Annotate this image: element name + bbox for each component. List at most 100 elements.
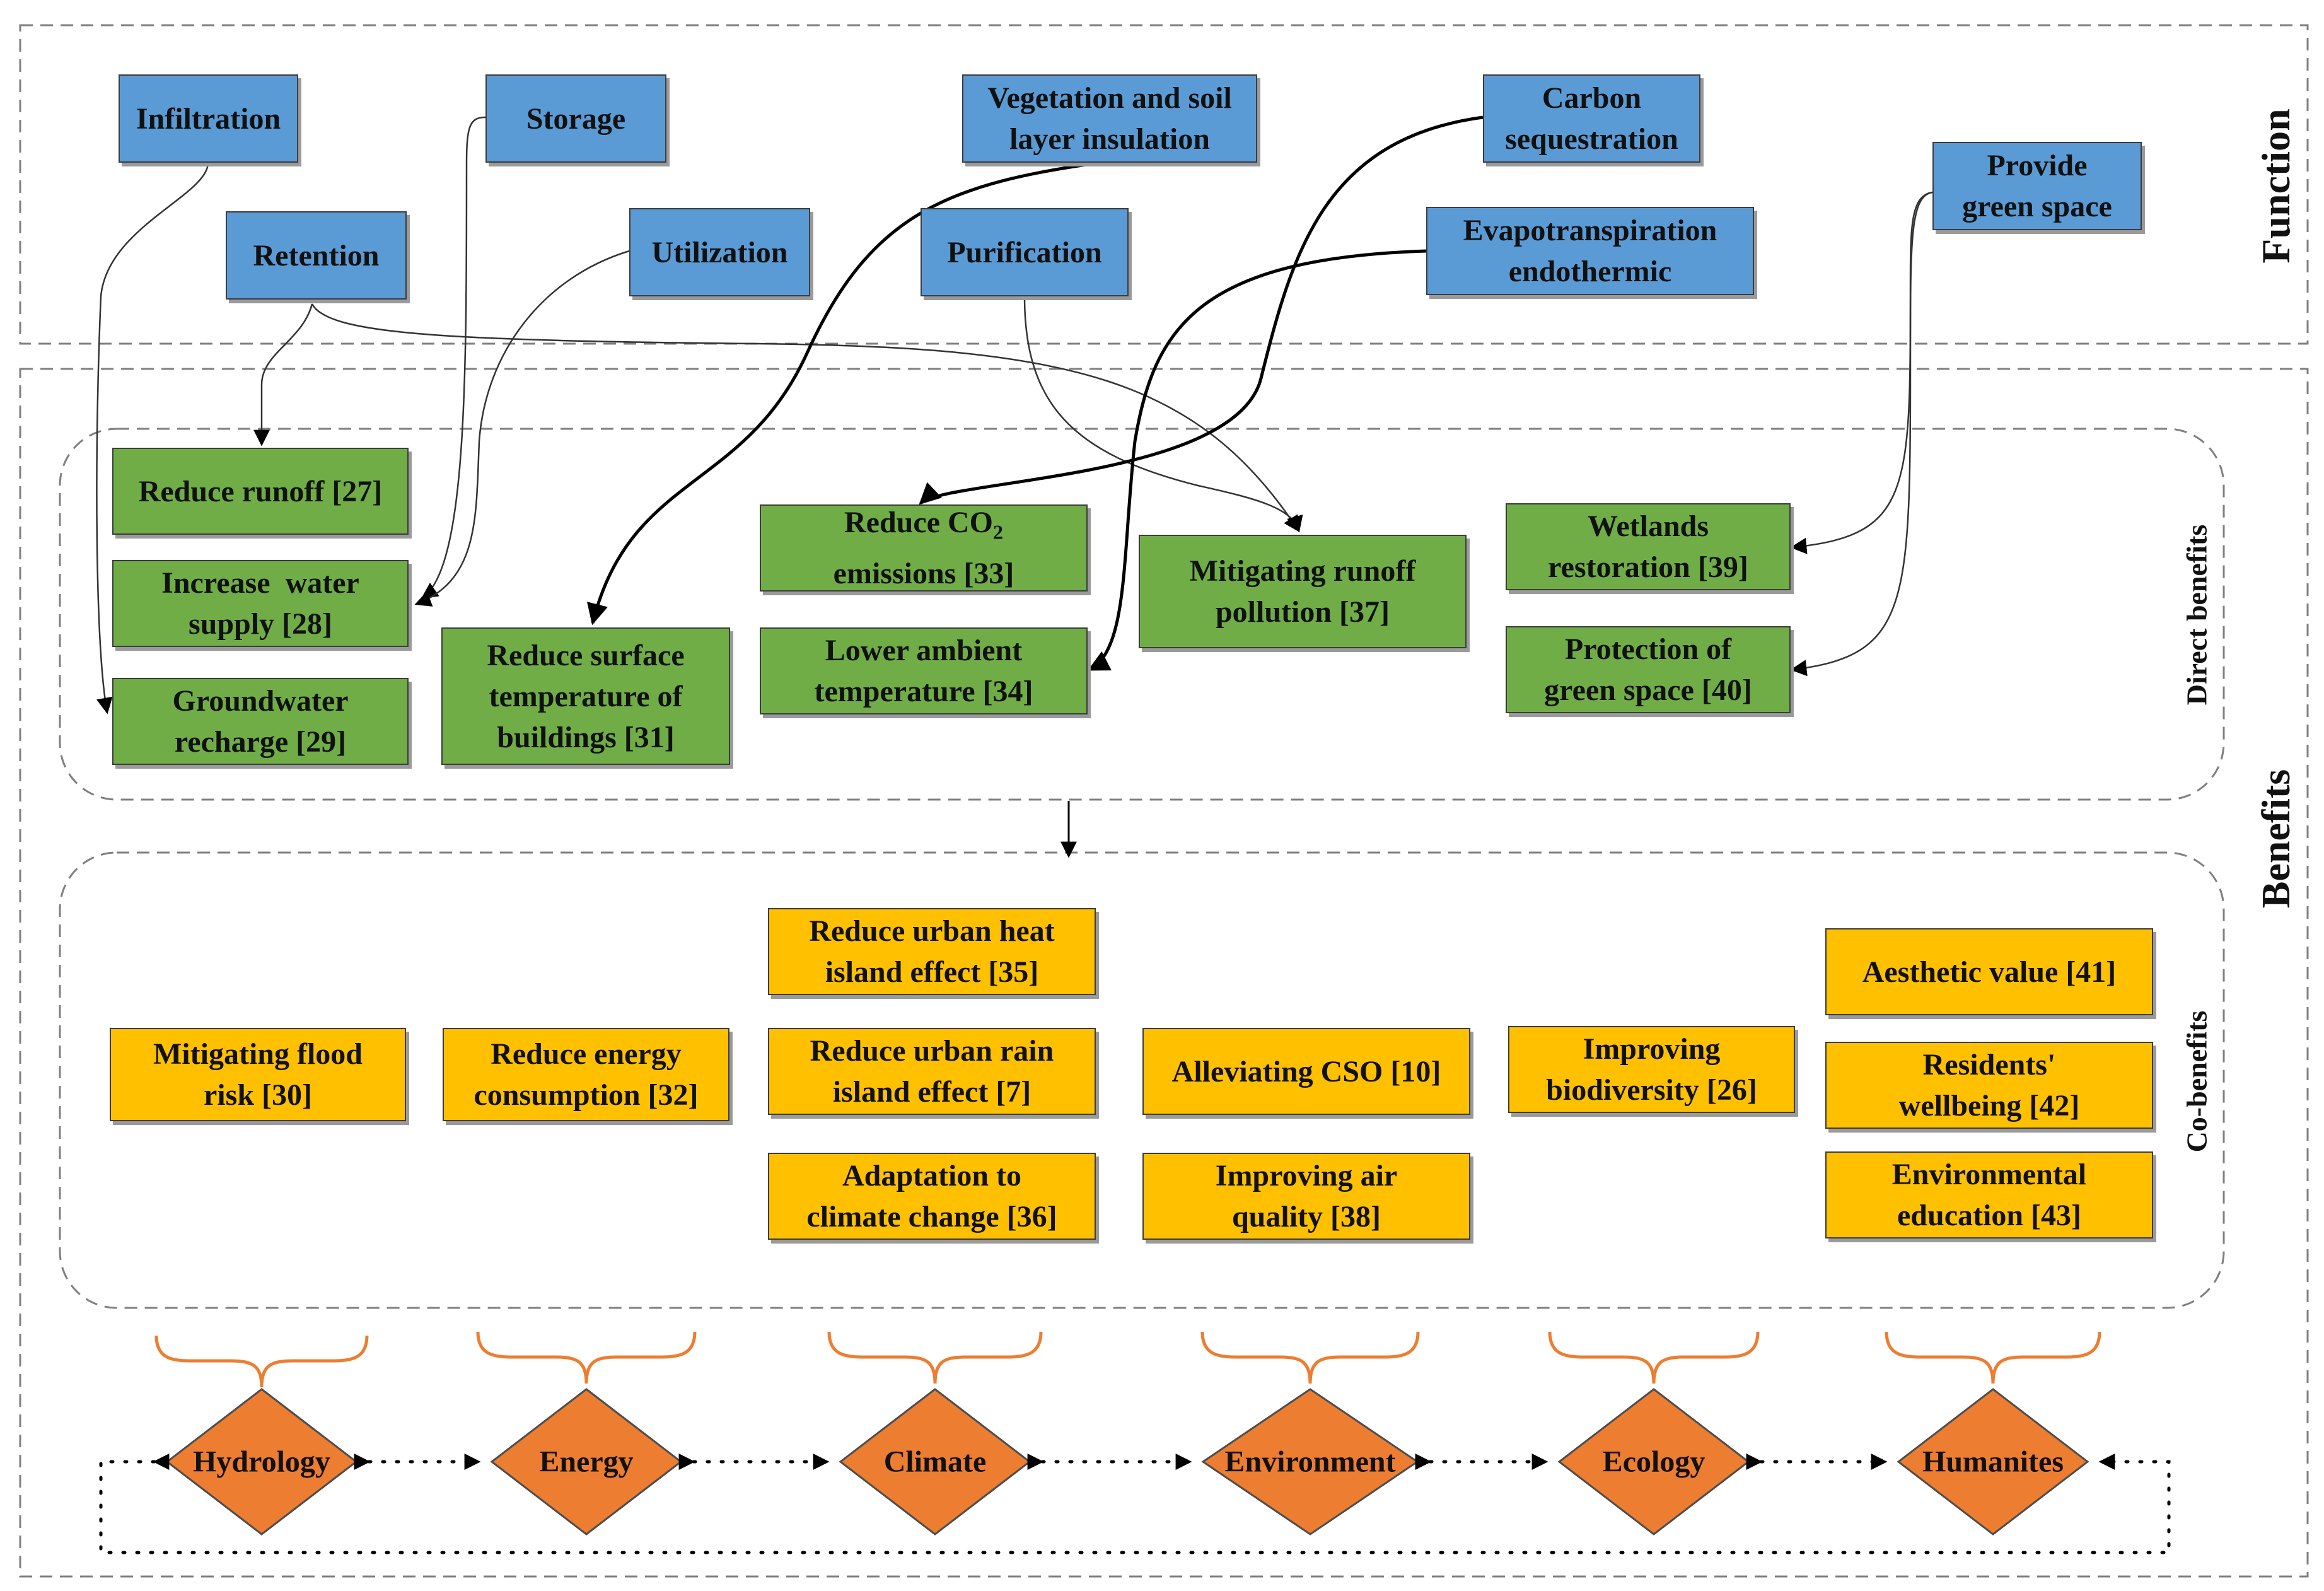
direct-ambient-line1: Lower ambient (825, 634, 1023, 667)
direct-surface-temp-line3: buildings [31] (497, 720, 675, 754)
category-ecology: Ecology (1602, 1445, 1705, 1479)
dotted-loop-left (99, 1454, 2171, 1554)
function-utilization: Utilization (629, 208, 810, 296)
category-hydrology: Hydrology (193, 1445, 330, 1479)
function-vegetation-line2: layer insulation (1009, 122, 1210, 156)
co-rain-island-line2: island effect [7] (832, 1075, 1031, 1109)
category-climate: Climate (883, 1445, 987, 1479)
function-carbon-line2: sequestration (1505, 122, 1678, 156)
direct-protection-green-space: Protection of green space [40] (1506, 626, 1791, 713)
function-purification: Purification (921, 208, 1129, 296)
co-benefits-label: Co-benefits (2180, 1010, 2213, 1153)
direct-water-supply-line1: Increase water (161, 566, 359, 600)
co-aesthetic-value: Aesthetic value [41] (1825, 928, 2153, 1015)
bracket-energy (476, 1331, 697, 1384)
co-climate-line2: climate change [36] (806, 1200, 1057, 1233)
direct-water-supply-line2: supply [28] (188, 607, 333, 641)
co-reduce-heat-island: Reduce urban heat island effect [35] (768, 908, 1096, 995)
connector-carbon-co2 (919, 115, 1484, 505)
function-storage: Storage (485, 74, 666, 163)
co-climate-line1: Adaptation to (842, 1159, 1022, 1192)
co-heat-island-line1: Reduce urban heat (809, 914, 1055, 948)
co-biodiversity-line1: Improving (1583, 1032, 1721, 1066)
connector-green-space-protection (1790, 191, 1933, 677)
bracket-humanities (1885, 1331, 2101, 1384)
co-heat-island-line2: island effect [35] (825, 955, 1039, 989)
function-evapotranspiration: Evapotranspiration endothermic (1426, 207, 1754, 295)
function-section-label: Function (2253, 108, 2298, 264)
direct-lower-ambient-temperature: Lower ambient temperature [34] (760, 627, 1088, 714)
direct-surface-temp-line1: Reduce surface (487, 638, 685, 672)
category-environment: Environment (1224, 1445, 1396, 1479)
function-green-space-line1: Provide (1987, 149, 2088, 182)
category-humanities: Humanites (1922, 1445, 2064, 1479)
direct-runoff-pollution-line1: Mitigating runoff (1189, 554, 1416, 588)
co-biodiversity-line2: biodiversity [26] (1546, 1073, 1757, 1107)
direct-wetlands-restoration: Wetlands restoration [39] (1506, 503, 1791, 590)
co-benefits-frame (59, 851, 2225, 1309)
connector-vegetation-surface-temperature (587, 160, 1110, 626)
function-retention: Retention (226, 211, 407, 300)
co-improving-biodiversity: Improving biodiversity [26] (1508, 1026, 1795, 1113)
direct-green-protect-line1: Protection of (1564, 632, 1732, 666)
function-infiltration-text: Infiltration (136, 102, 281, 136)
co-reduce-rain-island: Reduce urban rain island effect [7] (768, 1028, 1096, 1115)
co-mitigating-flood-risk: Mitigating flood risk [30] (110, 1028, 406, 1121)
co-alleviating-cso: Alleviating CSO [10] (1142, 1028, 1470, 1115)
co-flood-line1: Mitigating flood (153, 1037, 363, 1071)
direct-wetlands-line1: Wetlands (1587, 510, 1709, 543)
function-infiltration: Infiltration (119, 74, 298, 163)
function-carbon-sequestration: Carbon sequestration (1483, 74, 1700, 163)
direct-co2-line1: Reduce CO2 (834, 502, 1014, 553)
function-evapotranspiration-line2: endothermic (1508, 255, 1672, 288)
function-vegetation-line1: Vegetation and soil (987, 81, 1232, 115)
co-wellbeing-line1: Residents' (1922, 1048, 2056, 1081)
co-air-line1: Improving air (1215, 1159, 1398, 1192)
co-air-line2: quality [38] (1231, 1200, 1381, 1233)
direct-co2-subscript: 2 (992, 520, 1003, 544)
connector-utilization-water-supply (414, 250, 630, 607)
direct-benefits-frame (59, 428, 2225, 801)
connector-retention-runoff (253, 303, 313, 446)
category-energy: Energy (539, 1445, 634, 1479)
function-green-space-line2: green space (1962, 190, 2112, 223)
connector-retention-runoff-pollution (311, 303, 1300, 533)
co-flood-line2: risk [30] (204, 1078, 312, 1112)
bracket-climate (827, 1331, 1043, 1384)
function-section-frame (19, 24, 2309, 345)
direct-ambient-line2: temperature [34] (814, 675, 1033, 708)
function-carbon-line1: Carbon (1542, 81, 1642, 115)
co-energy-line2: consumption [32] (474, 1078, 699, 1112)
direct-reduce-runoff: Reduce runoff [27] (112, 448, 409, 535)
direct-wetlands-line2: restoration [39] (1548, 551, 1748, 584)
co-residents-wellbeing: Residents'wellbeing [42] (1825, 1042, 2153, 1129)
direct-mitigating-runoff-pollution: Mitigating runoff pollution [37] (1139, 535, 1467, 648)
direct-reduce-surface-temperature: Reduce surface temperature of buildings [3… (441, 627, 730, 765)
function-evapotranspiration-line1: Evapotranspiration (1463, 214, 1717, 247)
direct-green-protect-line2: green space [40] (1544, 673, 1752, 707)
co-rain-island-line1: Reduce urban rain (810, 1034, 1054, 1068)
co-adaptation-climate-change: Adaptation to climate change [36] (768, 1153, 1096, 1240)
direct-co2-prefix: Reduce CO (844, 506, 993, 540)
function-provide-green-space: Provide green space (1932, 142, 2142, 230)
connector-purification-runoff-pollution (1023, 296, 1303, 533)
direct-runoff-pollution-line2: pollution [37] (1215, 595, 1390, 629)
bracket-environment (1200, 1331, 1420, 1384)
co-education-line2: education [43] (1897, 1199, 2081, 1232)
bracket-ecology (1548, 1331, 1760, 1384)
direct-groundwater-line2: recharge [29] (174, 725, 347, 759)
direct-surface-temp-line2: temperature of (489, 679, 683, 713)
direct-benefits-label: Direct benefits (2180, 524, 2213, 706)
benefits-section-label: Benefits (2253, 769, 2298, 909)
connector-evapotranspiration-ambient (1087, 249, 1427, 672)
co-improving-air-quality: Improving air quality [38] (1142, 1153, 1470, 1240)
direct-groundwater-line1: Groundwater (172, 684, 349, 718)
connector-infiltration-groundwater (96, 162, 209, 714)
connector-storage-water-supply (421, 116, 486, 599)
direct-groundwater-recharge: Groundwater recharge [29] (112, 678, 409, 765)
